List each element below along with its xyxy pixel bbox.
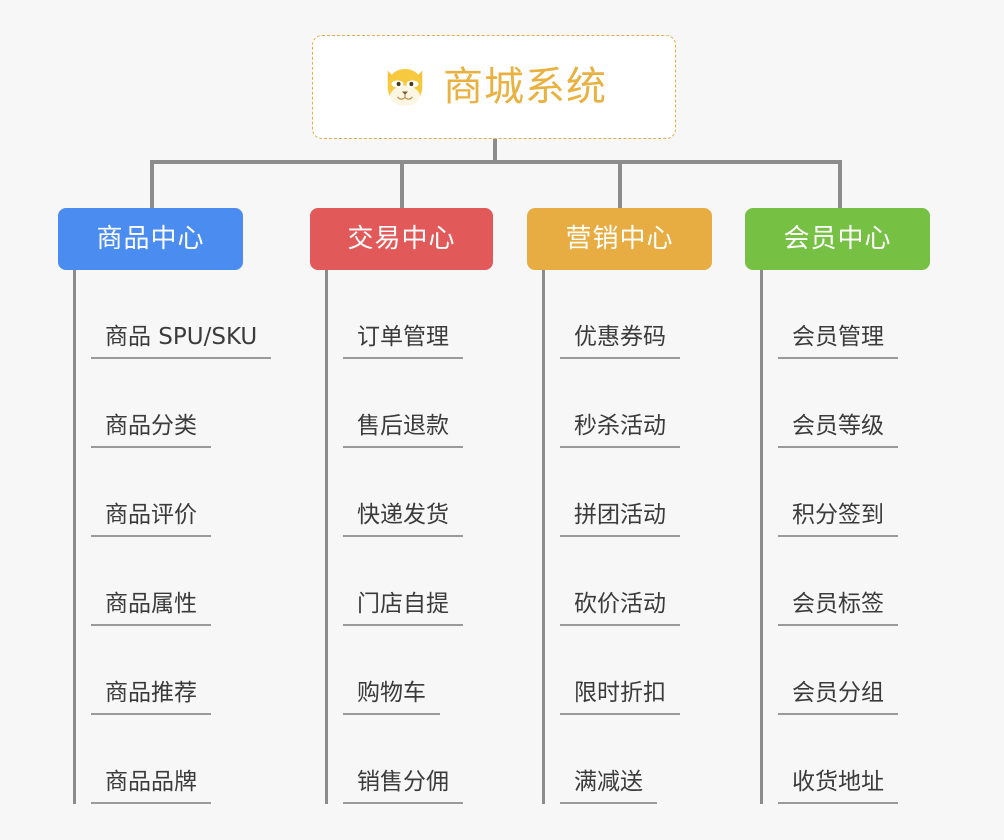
shiba-dog-face-icon	[387, 69, 423, 106]
category-label: 商品中心	[96, 224, 205, 254]
leaf-label: 会员分组	[778, 679, 898, 715]
category-box-3[interactable]: 营销中心	[527, 208, 712, 270]
root-node[interactable]: 商城系统	[312, 35, 676, 139]
connector-drop-3	[618, 160, 622, 210]
leaf-label: 商品 SPU/SKU	[91, 323, 272, 359]
category-label: 营销中心	[565, 224, 674, 254]
branch-spine-1	[73, 270, 76, 804]
category-box-2[interactable]: 交易中心	[310, 208, 493, 270]
leaf-label: 秒杀活动	[560, 412, 680, 448]
leaf-label: 快递发货	[343, 501, 463, 537]
leaf-label: 订单管理	[343, 323, 463, 359]
leaf-label: 会员等级	[778, 412, 898, 448]
leaf-label: 商品评价	[91, 501, 211, 537]
category-label: 交易中心	[347, 224, 456, 254]
leaf-label: 拼团活动	[560, 501, 680, 537]
branch-spine-2	[325, 270, 328, 804]
branch-spine-4	[760, 270, 763, 804]
category-label: 会员中心	[783, 224, 892, 254]
leaf-label: 优惠券码	[560, 323, 680, 359]
leaf-label: 销售分佣	[343, 768, 463, 804]
connector-horizontal-bus	[150, 160, 842, 164]
leaf-label: 积分签到	[778, 501, 898, 537]
leaf-label: 商品属性	[91, 590, 211, 626]
leaf-label: 商品推荐	[91, 679, 211, 715]
leaf-label: 门店自提	[343, 590, 463, 626]
category-box-4[interactable]: 会员中心	[745, 208, 930, 270]
root-title: 商城系统	[443, 64, 607, 110]
leaf-label: 售后退款	[343, 412, 463, 448]
connector-drop-4	[838, 160, 842, 210]
connector-root-stem	[493, 139, 497, 164]
category-box-1[interactable]: 商品中心	[58, 208, 243, 270]
leaf-label: 购物车	[343, 679, 440, 715]
branch-spine-3	[542, 270, 545, 804]
leaf-label: 限时折扣	[560, 679, 680, 715]
leaf-label: 商品品牌	[91, 768, 211, 804]
leaf-label: 满减送	[560, 768, 657, 804]
connector-drop-1	[150, 160, 154, 210]
leaf-label: 会员管理	[778, 323, 898, 359]
leaf-label: 会员标签	[778, 590, 898, 626]
leaf-label: 收货地址	[778, 768, 898, 804]
leaf-label: 商品分类	[91, 412, 211, 448]
connector-drop-2	[400, 160, 404, 210]
leaf-label: 砍价活动	[560, 590, 680, 626]
